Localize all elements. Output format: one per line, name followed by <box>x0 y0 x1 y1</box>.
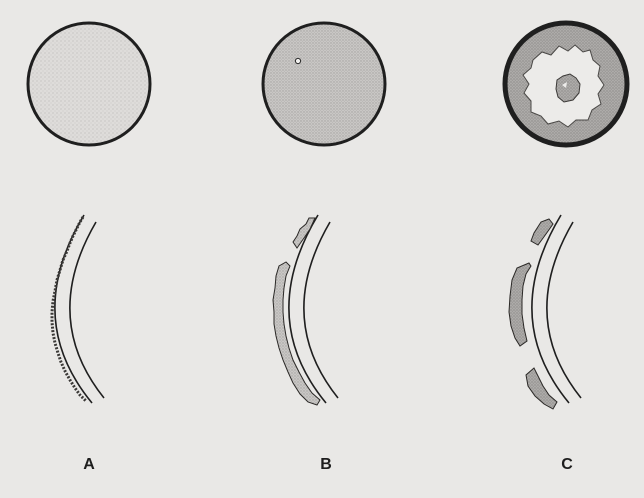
panel-a-cross-section <box>52 215 104 403</box>
panel-b-front-view <box>263 23 385 145</box>
panel-b-cross-section <box>273 215 338 405</box>
panel-c-cross-section <box>509 215 581 409</box>
panel-label-c: C <box>552 456 582 474</box>
panel-a-front-view <box>28 23 150 145</box>
panel-c-front-view <box>505 23 627 145</box>
panel-label-a: A <box>74 456 104 474</box>
panel-label-b: B <box>311 456 341 474</box>
